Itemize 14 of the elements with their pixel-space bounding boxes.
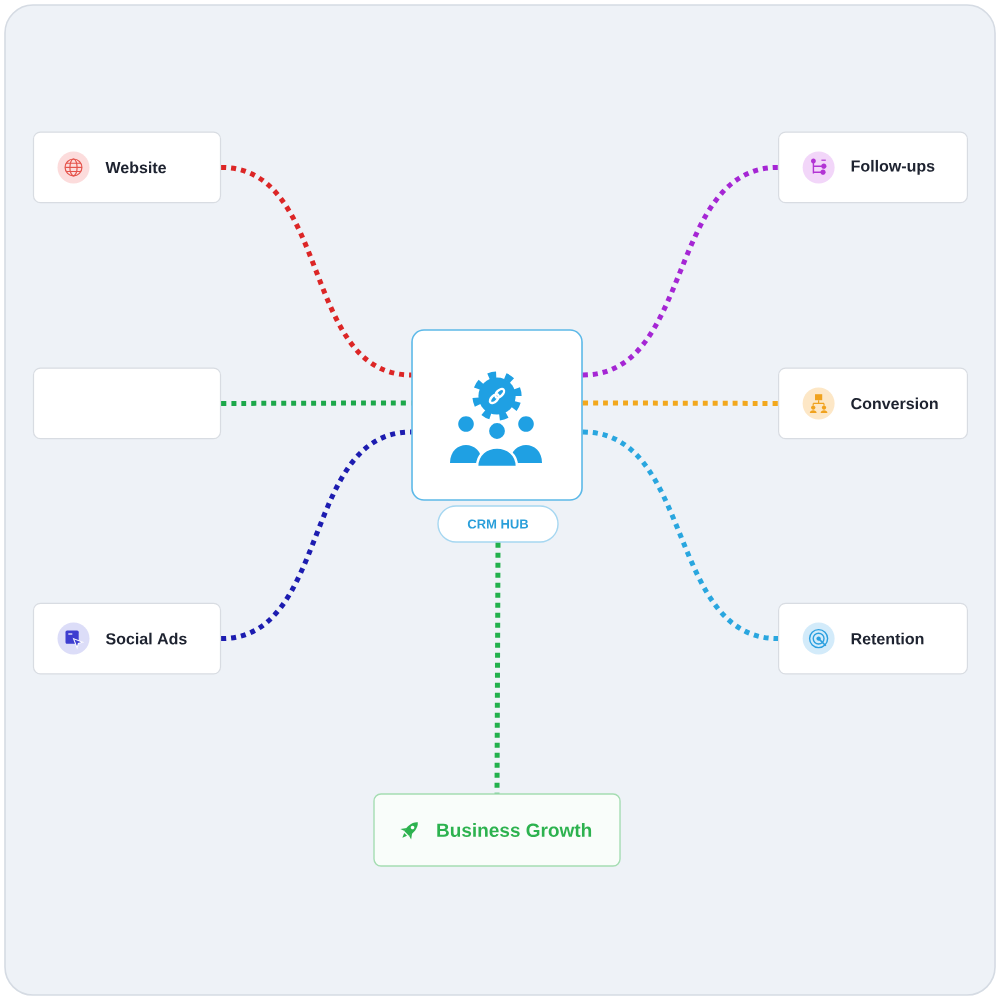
dotted-connector — [582, 400, 778, 406]
result-box: Business Growth — [373, 793, 621, 867]
label-box: Conversion — [778, 367, 968, 440]
label-box: Retention — [778, 602, 968, 675]
label-box: Follow-ups — [778, 131, 968, 204]
label-box: Website — [32, 131, 222, 204]
dotted-connector — [582, 164, 779, 378]
label-box: Social Ads — [32, 602, 222, 675]
dotted-connector — [494, 542, 501, 794]
dotted-connector — [582, 429, 779, 642]
dotted-connector — [220, 164, 412, 378]
dotted-connector — [221, 400, 412, 406]
label-box — [32, 367, 222, 440]
dotted-connector — [220, 429, 412, 642]
